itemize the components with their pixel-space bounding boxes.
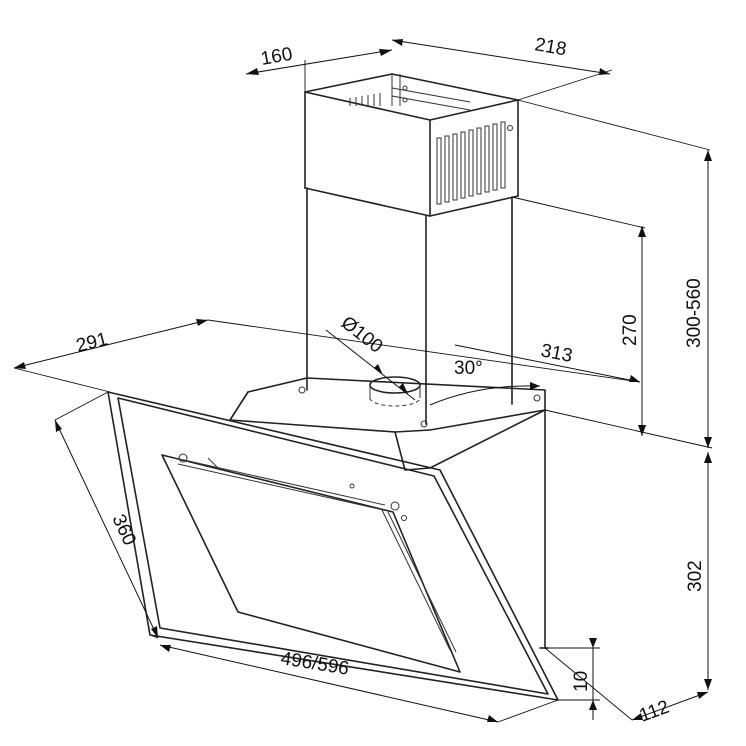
label-chimney-depth: 160	[259, 44, 294, 70]
dim-bottom-thickness	[540, 638, 600, 720]
dim-hood-height	[704, 452, 712, 690]
dim-chimney-depth	[245, 49, 393, 92]
dim-hood-width	[159, 644, 559, 723]
label-chimney-total: 300-560	[684, 278, 705, 348]
label-bottom-thickness: 10	[571, 671, 592, 692]
dim-glass-height	[54, 391, 159, 639]
hood-body	[229, 376, 549, 649]
label-outlet-diameter: Ø100	[337, 312, 387, 357]
dim-body-width	[454, 344, 641, 383]
dim-bottom-depth	[544, 647, 709, 721]
rear-vent-slots	[349, 93, 381, 106]
outlet-spigot	[369, 376, 421, 407]
dim-body-depth	[13, 319, 641, 393]
label-angle: 30°	[454, 358, 483, 379]
ref-line-top	[544, 409, 713, 449]
dim-chimney-lower	[511, 196, 646, 436]
dim-chimney-width	[391, 39, 613, 101]
label-bottom-depth: 112	[637, 697, 673, 727]
label-chimney-lower: 270	[620, 314, 641, 346]
dim-angle	[429, 382, 541, 406]
dim-chimney-total	[517, 99, 712, 448]
label-glass-height: 360	[107, 511, 139, 549]
label-chimney-width: 218	[533, 34, 568, 60]
chimney-lower	[304, 187, 513, 425]
label-body-depth: 291	[74, 329, 110, 357]
front-vent-slots	[436, 121, 506, 205]
label-hood-height: 302	[685, 560, 706, 592]
dim-outlet-diameter	[325, 329, 416, 401]
chimney-upper	[304, 73, 519, 217]
